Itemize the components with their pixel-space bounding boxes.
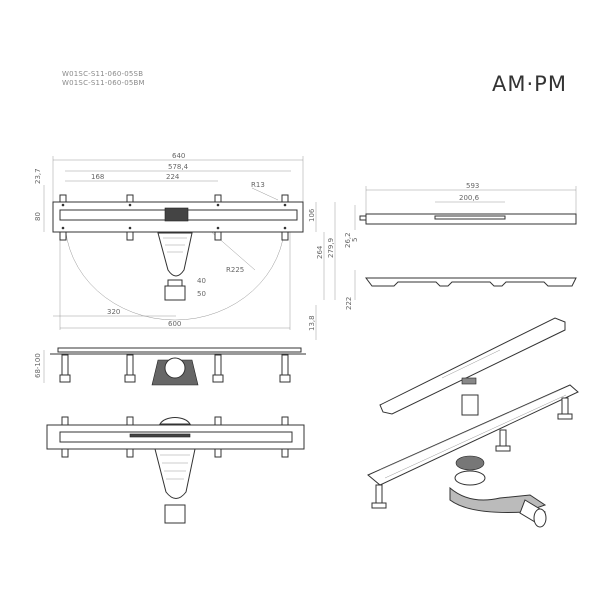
grate-front-view: 593 200,6 26,2 5 <box>344 182 577 248</box>
adjustable-legs <box>59 354 291 383</box>
outlet-grate <box>164 207 189 222</box>
dim-106: 106 <box>308 208 316 222</box>
dim-222: 222 <box>345 297 353 310</box>
dim-23-7: 23,7 <box>34 168 42 184</box>
isometric-view <box>367 317 579 528</box>
dim-26-2: 26,2 <box>344 232 352 248</box>
bottom-view <box>46 416 305 524</box>
dim-279-9: 279,9 <box>327 238 335 258</box>
model-code-1: W01SC-S11-060-05SB <box>62 70 144 78</box>
radius-arc <box>64 219 286 321</box>
dim-264: 264 <box>316 245 324 259</box>
dim-r13: R13 <box>251 181 265 189</box>
dim-168: 168 <box>91 173 104 181</box>
brand-logo: AM·PM <box>492 72 567 96</box>
side-view: 68-100 <box>34 347 306 386</box>
dim-68-100: 68-100 <box>34 353 42 378</box>
iso-grate <box>379 317 566 415</box>
grate-profile-view: 222 <box>345 270 577 310</box>
dim-5: 5 <box>351 238 359 242</box>
dim-13-8: 13,8 <box>308 315 316 331</box>
mounting-feet <box>59 194 289 241</box>
dim-593: 593 <box>466 182 479 190</box>
dim-640: 640 <box>172 152 185 160</box>
dim-224: 224 <box>166 173 180 181</box>
dim-600: 600 <box>168 320 181 328</box>
dim-50: 50 <box>197 290 206 298</box>
dimension-lines <box>43 156 336 340</box>
dim-r225: R225 <box>226 266 244 274</box>
dim-40: 40 <box>197 277 206 285</box>
dim-200-6: 200,6 <box>459 194 480 202</box>
model-code-2: W01SC-S11-060-05BM <box>62 79 145 87</box>
iso-legs <box>371 397 573 509</box>
dim-320: 320 <box>107 308 120 316</box>
dim-80: 80 <box>34 212 42 221</box>
dim-578: 578,4 <box>168 163 189 171</box>
iso-channel <box>367 384 579 486</box>
siphon-top <box>157 232 193 301</box>
top-view: 640 578,4 168 224 R13 23,7 80 106 264 27… <box>34 152 336 340</box>
